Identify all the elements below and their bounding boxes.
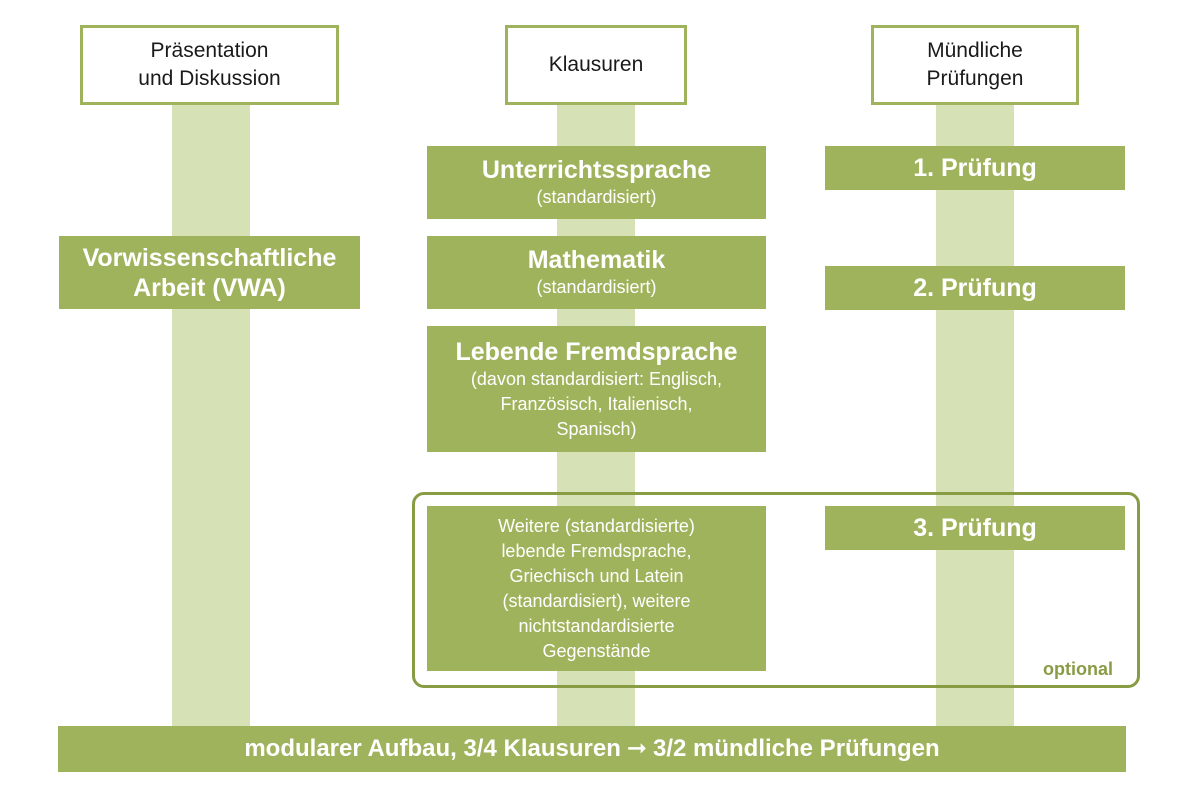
weitere-line5: nichtstandardisierte [518, 615, 675, 636]
weitere-line3: Griechisch und Latein [509, 565, 684, 586]
vwa-title-line2: Arbeit (VWA) [133, 273, 286, 302]
pillar-muendlich [936, 104, 1014, 726]
weitere-line4: (standardisiert), weitere [502, 590, 691, 611]
header-praesentation-line1: Präsentation [150, 39, 269, 62]
header-praesentation-line2: und Diskussion [138, 67, 281, 90]
unterrichtssprache-note: (standardisiert) [536, 187, 657, 207]
fremdsprache-title: Lebende Fremdsprache [455, 337, 738, 366]
vwa-box: Vorwissenschaftliche Arbeit (VWA) [59, 236, 360, 309]
optional-label: optional [1043, 659, 1113, 679]
box-weitere: Weitere (standardisierte) lebende Fremds… [427, 506, 766, 671]
box-fremdsprache: Lebende Fremdsprache (davon standardisie… [427, 326, 766, 452]
fremdsprache-note-line3: Spanisch) [556, 418, 637, 439]
header-praesentation: Präsentation und Diskussion [80, 25, 339, 105]
weitere-line2: lebende Fremdsprache, [501, 540, 692, 561]
header-muendlich: Mündliche Prüfungen [871, 25, 1079, 105]
footer-right-text: 3/2 mündliche Prüfungen [652, 735, 940, 762]
vwa-title-line1: Vorwissenschaftliche [82, 243, 337, 272]
pruefung-3-label: 3. Prüfung [913, 514, 1037, 542]
arrow-right-icon: ➞ [626, 734, 647, 762]
fremdsprache-note-line2: Französisch, Italienisch, [500, 393, 693, 414]
box-mathematik: Mathematik (standardisiert) [427, 236, 766, 309]
weitere-line1: Weitere (standardisierte) [498, 515, 695, 536]
footer-banner: modularer Aufbau, 3/4 Klausuren ➞ 3/2 mü… [58, 726, 1126, 772]
pillar-praesentation [172, 104, 250, 726]
fremdsprache-note-line1: (davon standardisiert: Englisch, [470, 368, 723, 389]
pruefung-1-label: 1. Prüfung [913, 154, 1037, 182]
header-klausuren-line1: Klausuren [548, 53, 644, 76]
box-unterrichtssprache: Unterrichtssprache (standardisiert) [427, 146, 766, 219]
box-pruefung-1: 1. Prüfung [825, 146, 1125, 190]
footer-left-text: modularer Aufbau, 3/4 Klausuren [244, 735, 621, 762]
header-muendlich-line2: Prüfungen [926, 67, 1024, 90]
optional-frame [412, 492, 1140, 688]
weitere-line6: Gegenstände [542, 640, 651, 661]
header-muendlich-line1: Mündliche [927, 39, 1023, 62]
unterrichtssprache-title: Unterrichtssprache [481, 156, 712, 184]
pruefung-2-label: 2. Prüfung [913, 274, 1037, 302]
mathematik-title: Mathematik [527, 246, 666, 274]
mathematik-note: (standardisiert) [536, 277, 657, 297]
header-klausuren: Klausuren [505, 25, 687, 105]
box-pruefung-3: 3. Prüfung [825, 506, 1125, 550]
box-pruefung-2: 2. Prüfung [825, 266, 1125, 310]
